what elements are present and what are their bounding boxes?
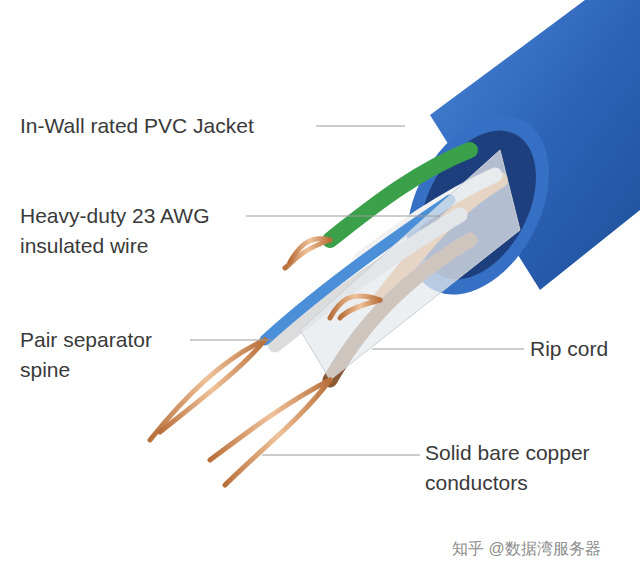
part-label: In-Wall rated PVC Jacket [20,111,312,141]
part-label: Solid bare copper conductors [425,438,635,498]
part-label: Pair separator spine [20,325,188,385]
separator-spine [300,150,520,380]
leader-lines [190,126,524,455]
copper-conductors [150,239,380,485]
watermark: 知乎 @数据湾服务器 [452,538,634,560]
part-label: Heavy-duty 23 AWG insulated wire [20,201,244,261]
part-label: Rip cord [530,334,635,364]
